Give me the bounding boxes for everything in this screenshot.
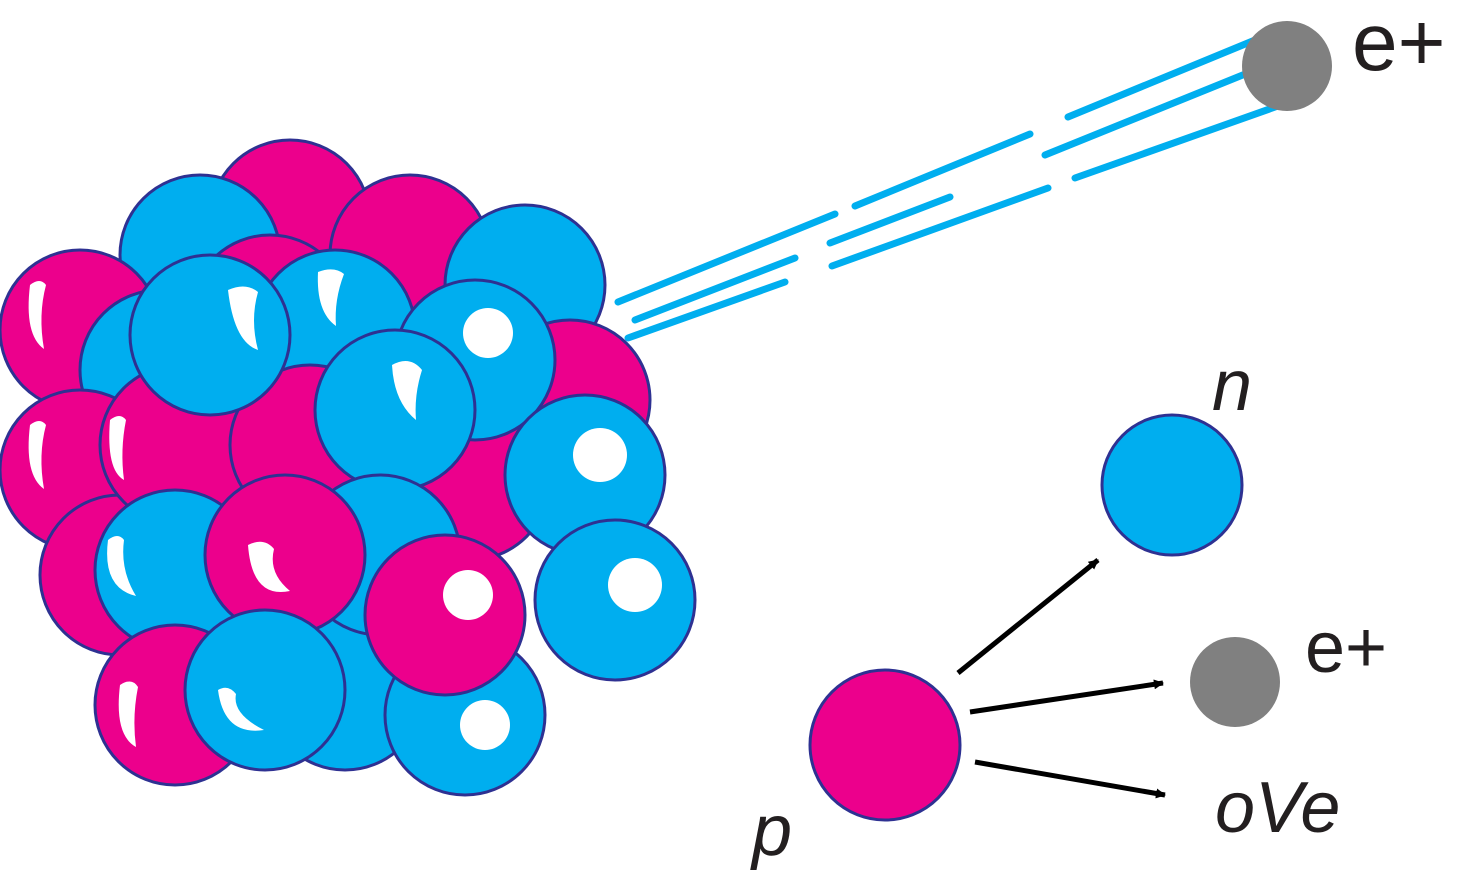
neutrino-label: oVe xyxy=(1215,768,1340,848)
arrow-to-positron xyxy=(969,679,1164,715)
nucleon xyxy=(128,253,292,417)
proton-particle xyxy=(808,668,962,822)
positron-trail xyxy=(614,36,1282,342)
neutron-particle xyxy=(1100,413,1244,557)
arrow-to-neutron xyxy=(956,558,1100,675)
emitted-positron-particle xyxy=(1242,21,1332,111)
nucleon-highlights xyxy=(28,269,662,750)
nucleon xyxy=(183,608,347,772)
decay-arrows xyxy=(956,558,1166,799)
positron-particle xyxy=(1190,637,1280,727)
nucleon xyxy=(363,533,527,697)
proton-label: p xyxy=(750,791,792,871)
emitted-positron-label: e+ xyxy=(1352,0,1446,88)
arrow-to-neutrino xyxy=(974,759,1166,799)
neutron-label: n xyxy=(1212,346,1252,426)
positron-label: e+ xyxy=(1305,608,1387,688)
nucleon xyxy=(313,328,477,492)
